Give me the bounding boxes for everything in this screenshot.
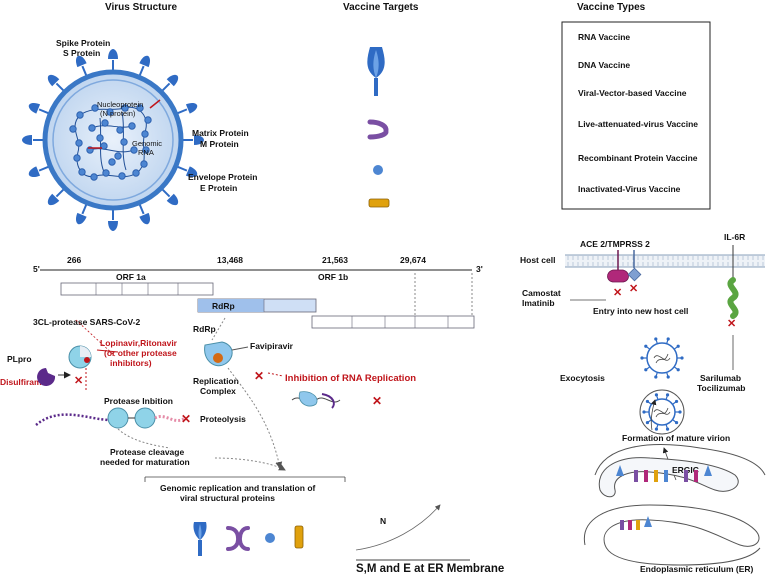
er-membrane-label: S,M and E at ER Membrane bbox=[356, 563, 504, 575]
envelope-protein-icon-small bbox=[294, 525, 304, 549]
ace2-receptor-icon bbox=[607, 250, 629, 283]
five-prime-label: 5' bbox=[33, 264, 40, 274]
virion-icon-exocytosis bbox=[640, 337, 684, 379]
genome-position-21563: 21,563 bbox=[322, 255, 348, 265]
vaccine-type-rna: RNA Vaccine bbox=[578, 32, 630, 42]
n-arrow bbox=[355, 504, 441, 551]
matrix-protein-icon bbox=[367, 119, 389, 140]
inhibit-x-icon-2: ✕ bbox=[181, 412, 191, 426]
host-cell-label: Host cell bbox=[520, 255, 555, 265]
cleavage-label-2: needed for maturation bbox=[100, 457, 190, 467]
lopinavir-label-3: inhibitors) bbox=[110, 358, 152, 368]
header-vaccine-types: Vaccine Types bbox=[577, 2, 646, 13]
ace2-label: ACE 2/TMPRSS 2 bbox=[580, 239, 650, 249]
rna-strand-icon bbox=[291, 391, 341, 409]
e-protein-label: E Protein bbox=[200, 183, 237, 193]
favipiravir-pointer bbox=[231, 346, 249, 351]
er-compartment bbox=[583, 504, 761, 566]
inhibit-x-icon-5: ✕ bbox=[613, 287, 622, 299]
ergic-compartment bbox=[594, 444, 766, 498]
nucleoprotein-n-label: (N protein) bbox=[100, 109, 136, 118]
camostat-label: Camostat bbox=[522, 288, 561, 298]
spike-protein-label: Spike Protein bbox=[56, 38, 110, 48]
plpro-molecule-icon bbox=[37, 368, 56, 386]
imatinib-label: Imatinib bbox=[522, 298, 555, 308]
entry-label: Entry into new host cell bbox=[593, 306, 688, 316]
rdrp-bar bbox=[197, 298, 317, 313]
tocilizumab-label: Tocilizumab bbox=[697, 383, 746, 393]
envelope-protein-label: Envelope Protein bbox=[188, 172, 257, 182]
replication-complex-label-2: Complex bbox=[200, 386, 236, 396]
il6r-receptor-icon bbox=[727, 245, 739, 319]
exocytosis-label: Exocytosis bbox=[560, 373, 605, 383]
genomic-box-line2: viral structural proteins bbox=[180, 493, 275, 503]
vaccine-type-dna: DNA Vaccine bbox=[578, 60, 630, 70]
genomic-label: Genomic bbox=[132, 139, 162, 148]
cleavage-label-1: Protease cleavage bbox=[110, 447, 184, 457]
envelope-protein-icon bbox=[368, 198, 390, 208]
virus-particle-icon bbox=[22, 49, 204, 231]
vaccine-types-box bbox=[561, 21, 711, 210]
inhibit-x-icon-6: ✕ bbox=[629, 283, 638, 295]
vaccine-type-recombinant: Recombinant Protein Vaccine bbox=[578, 153, 698, 163]
inhibit-x-icon-3: ✕ bbox=[254, 369, 264, 383]
rdrp-bar-label: RdRp bbox=[212, 301, 235, 311]
spike-protein-icon-small bbox=[193, 522, 207, 556]
three-prime-label: 3' bbox=[476, 264, 483, 274]
nucleoprotein-icon-small bbox=[265, 533, 275, 543]
orf1b-bar bbox=[311, 315, 475, 329]
proteolysis-label: Proteolysis bbox=[200, 414, 246, 424]
protease-chain-icon bbox=[35, 407, 186, 429]
lopinavir-label-1: Lopinavir,Ritonavir bbox=[100, 338, 178, 348]
m-protein-label: M Protein bbox=[200, 139, 239, 149]
replication-complex-icon bbox=[204, 341, 233, 367]
replication-complex-label-1: Replication bbox=[193, 376, 239, 386]
matrix-protein-label: Matrix Protein bbox=[192, 128, 249, 138]
rna-label: RNA bbox=[138, 148, 154, 157]
genomic-box-line1: Genomic replication and translation of bbox=[160, 483, 316, 493]
header-virus-structure: Virus Structure bbox=[105, 2, 177, 13]
plpro-label: PLpro bbox=[7, 354, 32, 364]
lopinavir-label-2: (or other protease bbox=[104, 348, 177, 358]
nucleoprotein-label: Nucleoprotein bbox=[97, 100, 143, 109]
vaccine-type-live-attenuated: Live-attenuated-virus Vaccine bbox=[578, 119, 698, 129]
orf1b-label: ORF 1b bbox=[318, 272, 348, 282]
vaccine-type-viral-vector: Viral-Vector-based Vaccine bbox=[578, 88, 687, 98]
sarilumab-label: Sarilumab bbox=[700, 373, 741, 383]
er-label: Endoplasmic reticulum (ER) bbox=[640, 564, 754, 574]
inhibit-x-icon-4: ✕ bbox=[372, 394, 382, 408]
host-membrane bbox=[565, 254, 765, 268]
rdrp-label: RdRp bbox=[193, 324, 216, 334]
s-protein-label: S Protein bbox=[63, 48, 100, 58]
inhibit-x-icon-7: ✕ bbox=[727, 318, 736, 330]
disulfiram-label: Disulfiram bbox=[0, 377, 42, 387]
mature-virion-label: Formation of mature virion bbox=[622, 433, 730, 443]
protease-title: 3CL-protease SARS-CoV-2 bbox=[33, 317, 140, 327]
header-vaccine-targets: Vaccine Targets bbox=[343, 2, 419, 13]
orf1a-label: ORF 1a bbox=[116, 272, 146, 282]
n-label: N bbox=[380, 516, 386, 526]
protease-inhibition-label: Protease Inbition bbox=[104, 396, 173, 406]
nucleoprotein-icon bbox=[373, 165, 383, 175]
vaccine-type-inactivated: Inactivated-Virus Vaccine bbox=[578, 184, 681, 194]
spike-protein-icon bbox=[367, 47, 385, 96]
protease-molecule-icon bbox=[68, 345, 92, 369]
inhibition-rna-label: Inhibition of RNA Replication bbox=[285, 373, 416, 384]
er-proteins-icon bbox=[616, 465, 712, 530]
genome-position-266: 266 bbox=[67, 255, 81, 265]
favipiravir-label: Favipiravir bbox=[250, 341, 294, 351]
genome-position-29674: 29,674 bbox=[400, 255, 426, 265]
orf1a-bar bbox=[60, 282, 214, 296]
inhibit-x-icon-1: ✕ bbox=[74, 375, 83, 387]
tmprss2-receptor-icon bbox=[627, 250, 642, 282]
virion-icon-mature bbox=[639, 389, 685, 435]
genome-position-13468: 13,468 bbox=[217, 255, 243, 265]
il6r-label: IL-6R bbox=[724, 232, 745, 242]
matrix-protein-icon-small bbox=[226, 526, 250, 551]
